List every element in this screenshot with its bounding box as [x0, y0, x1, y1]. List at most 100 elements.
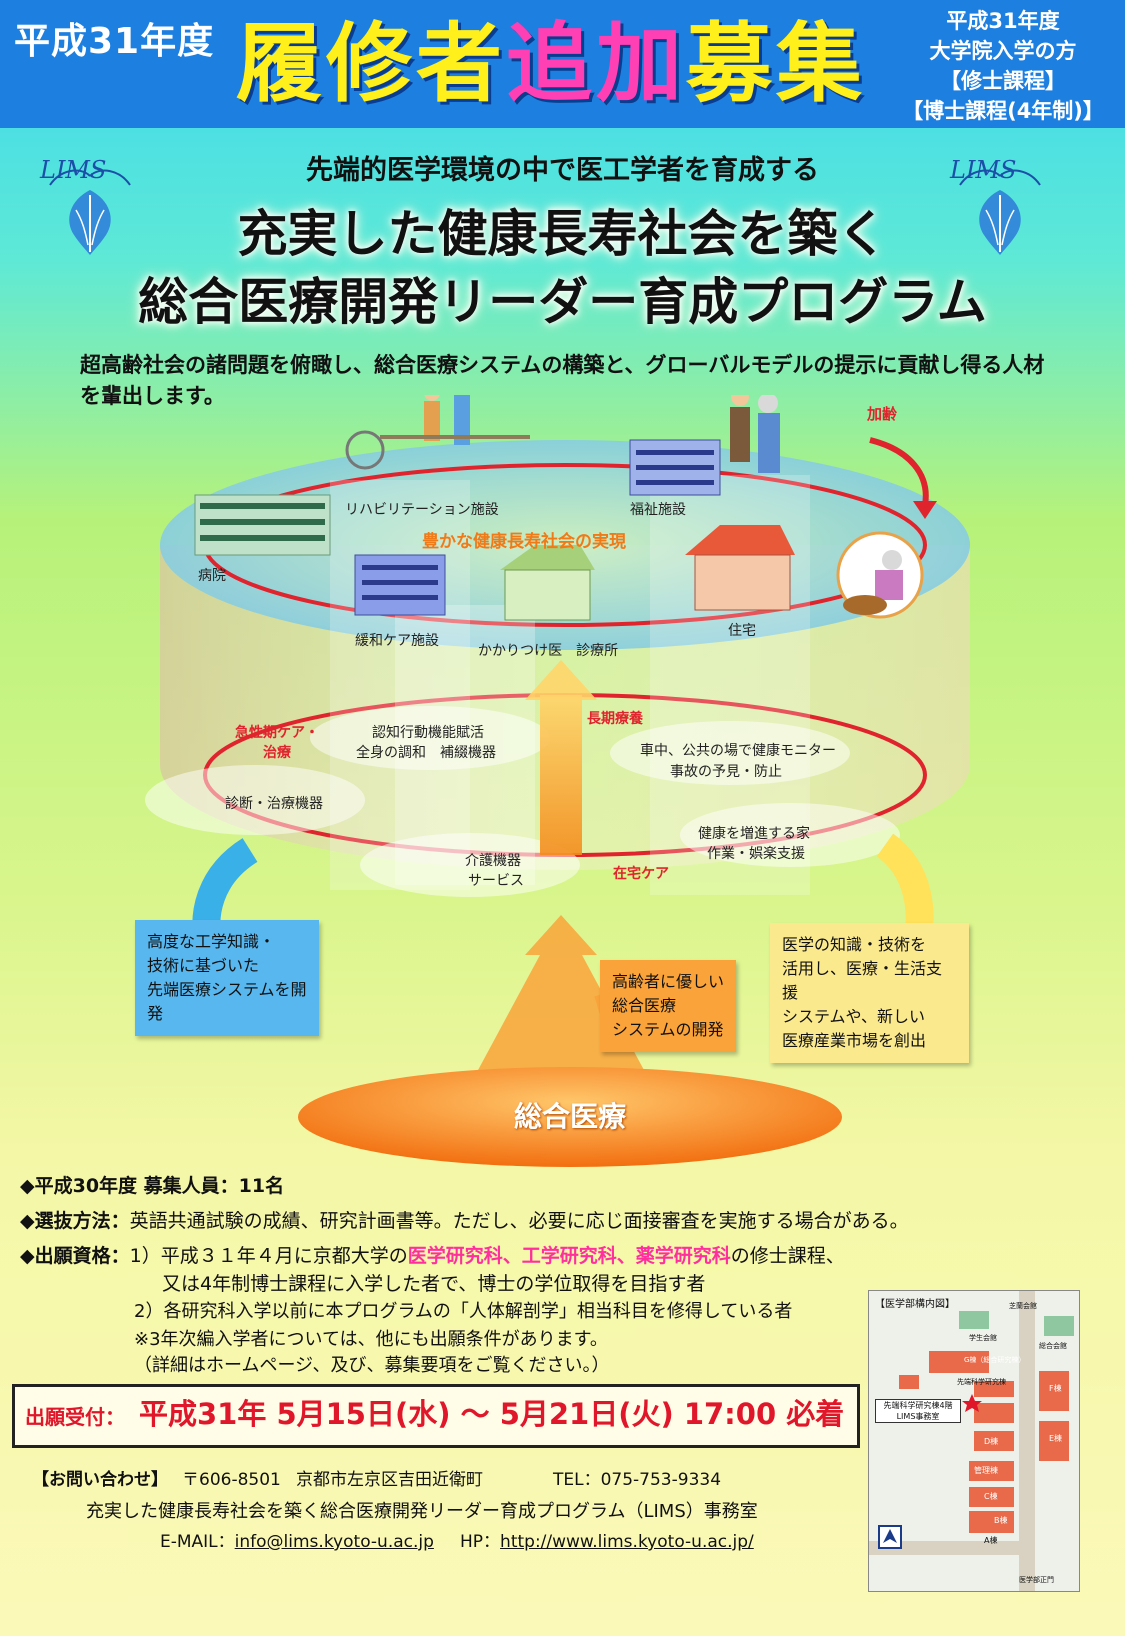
home-label: 住宅	[728, 623, 756, 639]
qualification-line-1: ◆出願資格：1）平成３１年４月に京都大学の医学研究科、工学研究科、薬学研究科の修…	[20, 1242, 845, 1270]
title-part-1: 履修者	[236, 14, 506, 114]
lead-text: 超高齢社会の諸問題を俯瞰し、総合医療システムの構築と、グローバルモデルの提示に貢…	[80, 353, 1045, 408]
qualification-label: ◆出願資格：	[20, 1245, 130, 1267]
care-devices-label-1: 介護機器	[465, 853, 521, 869]
map-student-hall: 学生会館	[969, 1334, 997, 1342]
home-house-icon	[685, 525, 795, 611]
elderly-couple-icon	[730, 395, 780, 473]
map-admin-building: 管理棟	[974, 1466, 998, 1475]
elderly-system-box: 高齢者に優しい 総合医療 システムの開発	[600, 960, 736, 1052]
map-sentan-building: 先端科学研究棟	[957, 1378, 1006, 1386]
medical-knowledge-box-line: 医学の知識・技術を	[782, 935, 927, 954]
grandmother-cooking-icon	[836, 531, 924, 619]
hospital-icon	[194, 494, 331, 556]
capacity-value: 11名	[238, 1175, 285, 1197]
engineering-box-line: 技術に基づいた	[147, 956, 260, 975]
note-transfer: ※3年次編入学者については、他にも出願条件があります。	[134, 1329, 608, 1350]
monitor-label-1: 車中、公共の場で健康モニター	[640, 743, 836, 759]
care-devices-label-2: サービス	[468, 873, 524, 889]
selection-label: ◆選抜方法：	[20, 1210, 130, 1232]
health-home-label-1: 健康を増進する家	[698, 826, 810, 842]
engineering-box-line: 先端医療システムを開発	[147, 980, 307, 1023]
campus-map: 【医学部構内図】 芝蘭会館 学生会館 総合会館 G棟（総合研究棟） 先端科学研究…	[868, 1290, 1080, 1592]
application-deadline-box: 出願受付： 平成31年 5月15日(水) ～ 5月21日(火) 17:00 必着	[12, 1384, 860, 1448]
hospital-label: 病院	[198, 568, 226, 584]
title-part-2: 追加	[506, 14, 686, 114]
long-term-label: 長期療養	[587, 711, 643, 727]
map-building-e: E棟	[1049, 1434, 1063, 1443]
office-name: 充実した健康長寿社会を築く総合医療開発リーダー育成プログラム（LIMS）事務室	[86, 1501, 758, 1522]
address: 京都市左京区吉田近衛町	[296, 1470, 483, 1490]
elderly-system-box-line: 高齢者に優しい	[612, 972, 725, 991]
homepage-link[interactable]: http://www.lims.kyoto-u.ac.jp/	[500, 1532, 754, 1552]
welfare-building-icon	[629, 439, 721, 496]
target-line: 平成31年度	[946, 9, 1060, 33]
deadline-value: 平成31年 5月15日(水) ～ 5月21日(火) 17:00 必着	[139, 1397, 845, 1431]
map-building-g: G棟（総合研究棟）	[964, 1356, 1026, 1364]
map-building-f: F棟	[1049, 1384, 1062, 1393]
cognitive-label-1: 認知行動機能賦活	[372, 725, 484, 741]
lims-logo-icon: LIMS	[39, 156, 131, 255]
medical-knowledge-box-line: 活用し、医療・生活支援	[782, 959, 943, 1002]
header-banner	[0, 0, 1125, 128]
map-conference-hall: 総合会館	[1039, 1342, 1067, 1350]
engineering-box: 高度な工学知識・ 技術に基づいた 先端医療システムを開発	[135, 920, 319, 1036]
diag-devices-label: 診断・治療機器	[225, 796, 323, 812]
clinic-label: かかりつけ医 診療所	[478, 643, 619, 659]
qualification-1-suffix: の修士課程、	[730, 1245, 845, 1267]
selection-text: 英語共通試験の成績、研究計画書等。ただし、必要に応じ面接審査を実施する場合がある…	[129, 1210, 909, 1232]
acute-care-label: 急性期ケア・治療	[235, 725, 319, 761]
contact-label: 【お問い合わせ】	[32, 1470, 168, 1490]
map-office-label-2: LIMS事務室	[896, 1412, 940, 1421]
capacity-line: ◆平成30年度 募集人員：11名	[20, 1172, 284, 1200]
cognitive-label-2: 全身の調和 補綴機器	[356, 745, 496, 761]
elderly-system-box-line: システムの開発	[612, 1020, 724, 1039]
society-label: 豊かな健康長寿社会の実現	[422, 532, 626, 552]
capacity-label: ◆平成30年度 募集人員：	[20, 1175, 239, 1197]
homepage-line: HP：http://www.lims.kyoto-u.ac.jp/	[460, 1527, 754, 1552]
welfare-label: 福祉施設	[630, 502, 686, 518]
target-line: 大学院入学の方	[929, 39, 1077, 63]
title-part-3: 募集	[686, 14, 866, 114]
email-link[interactable]: info@lims.kyoto-u.ac.jp	[234, 1532, 434, 1552]
map-building-c: C棟	[984, 1492, 998, 1501]
cylinder-illustration	[145, 395, 970, 1085]
program-subtitle: 先端的医学環境の中で医工学者を育成する	[306, 155, 819, 186]
health-home-label-2: 作業・娯楽支援	[707, 846, 805, 862]
program-diagram: 加齢 豊かな健康長寿社会の実現 病院 リハビリテーション施設 福祉施設 緩和ケア…	[135, 395, 1030, 1105]
note-details: （詳細はホームページ、及び、募集要項をご覧ください。）	[134, 1355, 610, 1376]
map-office-callout: 先端科学研究棟4階 LIMS事務室	[875, 1399, 961, 1423]
map-building-a: A棟	[984, 1536, 998, 1545]
program-title-line-2: 総合医療開発リーダー育成プログラム	[138, 273, 987, 331]
qualification-schools: 医学研究科、工学研究科、薬学研究科	[407, 1245, 731, 1267]
monitor-label-2: 事故の予見・防止	[670, 764, 782, 780]
map-title: 【医学部構内図】	[875, 1299, 955, 1310]
recruitment-title: 履修者追加募集	[236, 14, 866, 114]
home-care-label: 在宅ケア	[613, 866, 669, 882]
medical-knowledge-box-line: システムや、新しい	[782, 1007, 926, 1026]
homepage-label: HP：	[460, 1532, 501, 1552]
program-title-line-1: 充実した健康長寿社会を築く	[237, 205, 888, 263]
phone-number: TEL：075-753-9334	[553, 1470, 722, 1490]
map-building-d: D棟	[984, 1437, 999, 1446]
map-office-label-1: 先端科学研究棟4階	[883, 1401, 953, 1410]
integrated-medicine-label: 総合医療	[513, 1100, 626, 1133]
integrated-medicine-base	[298, 1067, 842, 1167]
target-line: 【修士課程】	[940, 69, 1066, 93]
engineering-box-line: 高度な工学知識・	[147, 932, 276, 951]
medical-knowledge-box: 医学の知識・技術を 活用し、医療・生活支援 システムや、新しい 医療産業市場を創…	[770, 923, 969, 1063]
qualification-1-prefix: 1）平成３１年４月に京都大学の	[129, 1245, 408, 1267]
medical-knowledge-box-line: 医療産業市場を創出	[782, 1031, 927, 1050]
selection-line: ◆選抜方法：英語共通試験の成績、研究計画書等。ただし、必要に応じ面接審査を実施す…	[20, 1207, 909, 1235]
target-audience: 平成31年度 大学院入学の方 【修士課程】 【博士課程(4年制)】	[893, 6, 1113, 126]
map-main-gate: 医学部正門	[1019, 1576, 1054, 1584]
deadline-label: 出願受付：	[25, 1405, 125, 1429]
aging-label: 加齢	[867, 405, 898, 423]
clinic-house-icon	[500, 545, 595, 621]
campus-map-drawing	[869, 1291, 1079, 1591]
qualification-1-line-2: 又は4年制博士課程に入学した者で、博士の学位取得を目指す者	[162, 1273, 706, 1295]
elderly-system-box-line: 総合医療	[612, 996, 677, 1015]
map-shiran-hall: 芝蘭会館	[1009, 1302, 1037, 1310]
postal-code: 〒606-8501	[182, 1470, 281, 1490]
palliative-building-icon	[354, 554, 446, 616]
